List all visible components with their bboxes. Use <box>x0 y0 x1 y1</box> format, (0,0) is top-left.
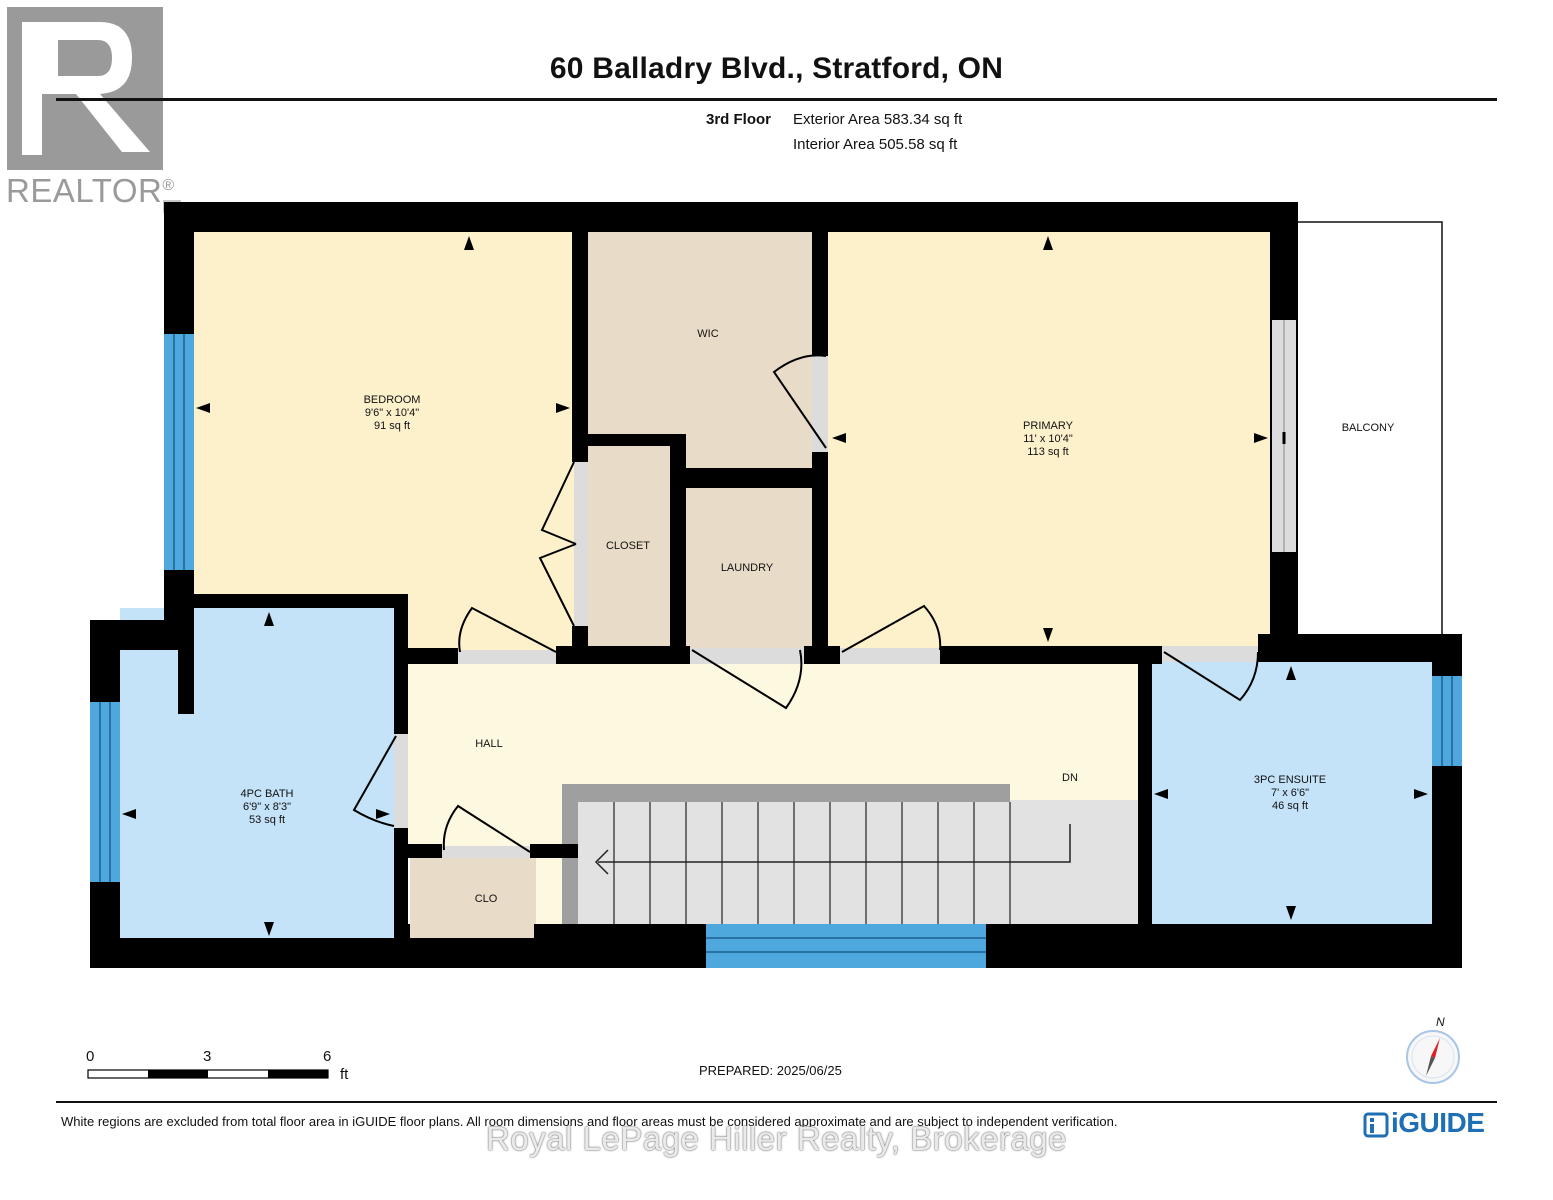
floor-plan <box>90 202 1462 968</box>
iguide-logo-icon <box>1363 1112 1389 1138</box>
ensuite-fill <box>1150 662 1432 924</box>
page-title: 60 Balladry Blvd., Stratford, ON <box>549 52 1004 85</box>
closet-label: CLOSET <box>605 540 651 552</box>
exterior-area: Exterior Area 583.34 sq ft <box>793 111 963 128</box>
door-swings <box>352 354 1259 853</box>
laundry-fill <box>684 488 812 648</box>
scale-unit: ft <box>340 1066 349 1083</box>
interior-area: Interior Area 505.58 sq ft <box>793 136 958 153</box>
compass-icon <box>1406 1030 1460 1084</box>
stairs-down-label: DN <box>1062 772 1078 784</box>
wic-fill <box>588 232 812 468</box>
scale-tick-6: 6 <box>323 1048 332 1065</box>
wic-label: WIC <box>697 328 719 340</box>
stairs <box>562 784 1138 924</box>
bedroom-fill <box>192 232 574 652</box>
balcony-outline <box>1298 221 1443 634</box>
footer-rule <box>56 1101 1497 1103</box>
scale-tick-0: 0 <box>86 1048 95 1065</box>
primary-fill <box>828 232 1272 650</box>
floor-name: 3rd Floor <box>706 111 772 128</box>
clo-label: CLO <box>474 893 498 905</box>
realtor-text: REALTOR® <box>6 172 175 209</box>
hall-label: HALL <box>475 738 503 750</box>
header-rule <box>56 98 1497 101</box>
prepared-date: PREPARED: 2025/06/25 <box>699 1063 842 1078</box>
laundry-label: LAUNDRY <box>720 562 774 574</box>
brokerage-watermark: Royal LePage Hiller Realty, Brokerage <box>486 1120 1067 1157</box>
compass-north-label: N <box>1436 1015 1445 1029</box>
realtor-r-mark-icon <box>7 7 181 213</box>
scale-bar-graphic <box>87 1069 329 1079</box>
scale-tick-3: 3 <box>203 1048 212 1065</box>
dimension-arrows <box>122 236 1428 936</box>
disclaimer-text: White regions are excluded from total fl… <box>61 1114 1118 1129</box>
iguide-brand-text: iGUIDE <box>1391 1107 1485 1138</box>
balcony-label: BALCONY <box>1341 422 1395 434</box>
windows <box>90 334 1462 968</box>
closet-fill <box>588 446 670 648</box>
